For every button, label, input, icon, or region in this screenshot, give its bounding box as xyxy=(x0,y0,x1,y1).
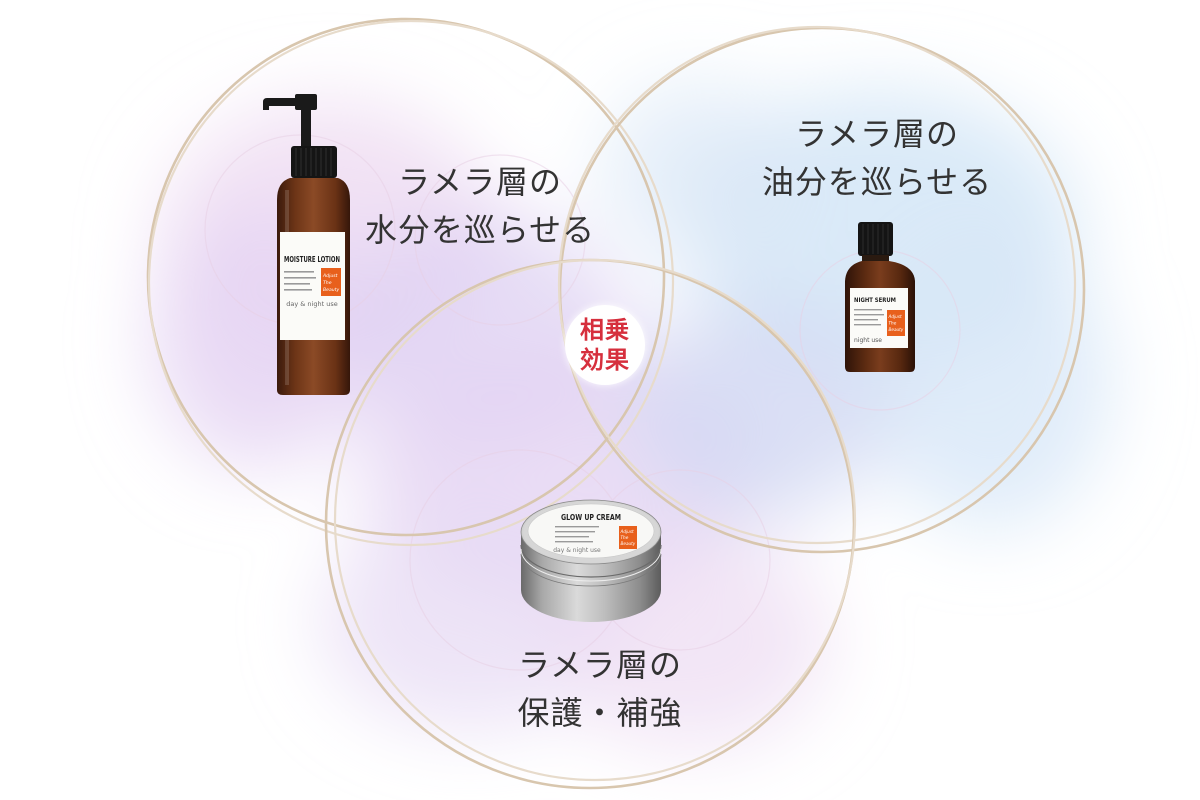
product-usage: night use xyxy=(854,337,882,344)
svg-text:Beauty: Beauty xyxy=(323,287,340,293)
section-title: ラメラ層の xyxy=(794,115,960,153)
brand-logo: Adjust The Beauty xyxy=(321,268,341,296)
section-subtitle: 保護・補強 xyxy=(517,694,683,732)
venn-ring-oil xyxy=(557,25,1086,554)
product-label: GLOW UP CREAM Adjust The Beauty day & ni… xyxy=(527,503,655,559)
moisture-lotion-bottle: MOISTURE LOTION Adjust The Beauty day & … xyxy=(263,94,350,395)
section-subtitle: 水分を巡らせる xyxy=(364,211,596,249)
section-title: ラメラ層の xyxy=(517,646,683,684)
brand-logo: Adjust The Beauty xyxy=(619,526,637,549)
section-label-water: ラメラ層の 水分を巡らせる xyxy=(320,158,640,254)
tin-lid-seam xyxy=(520,544,662,587)
svg-text:Adjust: Adjust xyxy=(620,529,635,534)
svg-text:The: The xyxy=(621,535,629,540)
section-label-oil: ラメラ層の 油分を巡らせる xyxy=(717,110,1037,206)
label-fine-print xyxy=(555,526,599,543)
product-label: MOISTURE LOTION Adjust The Beauty day & … xyxy=(280,232,345,340)
brand-logo: Adjust The Beauty xyxy=(887,310,905,336)
pump-head xyxy=(263,94,317,148)
badge-line1: 相乗 xyxy=(580,316,630,344)
svg-text:Beauty: Beauty xyxy=(621,541,636,546)
product-label: NIGHT SERUM Adjust The Beauty night use xyxy=(850,288,908,348)
svg-text:Beauty: Beauty xyxy=(889,327,904,332)
pump-collar xyxy=(291,146,337,178)
product-name: NIGHT SERUM xyxy=(854,296,896,304)
label-fine-print xyxy=(854,309,884,326)
night-serum-bottle: NIGHT SERUM Adjust The Beauty night use xyxy=(845,222,915,372)
label-fine-print xyxy=(284,271,316,291)
product-usage: day & night use xyxy=(286,300,337,308)
bottle-cap xyxy=(858,222,893,261)
venn-ring-water xyxy=(146,17,675,547)
product-usage: day & night use xyxy=(553,547,601,554)
svg-text:Adjust: Adjust xyxy=(888,314,903,319)
synergy-badge: 相乗 効果 xyxy=(565,305,645,385)
section-title: ラメラ層の xyxy=(397,163,563,201)
svg-text:The: The xyxy=(889,321,897,326)
svg-text:Adjust: Adjust xyxy=(322,273,338,279)
section-subtitle: 油分を巡らせる xyxy=(761,163,993,201)
product-name: GLOW UP CREAM xyxy=(561,513,621,522)
glow-up-cream-tin: GLOW UP CREAM Adjust The Beauty day & ni… xyxy=(520,499,662,622)
svg-text:The: The xyxy=(323,280,332,286)
product-name: MOISTURE LOTION xyxy=(284,255,340,264)
venn-ring-protect xyxy=(324,258,857,790)
section-label-protect: ラメラ層の 保護・補強 xyxy=(440,641,760,737)
badge-line2: 効果 xyxy=(580,346,630,374)
